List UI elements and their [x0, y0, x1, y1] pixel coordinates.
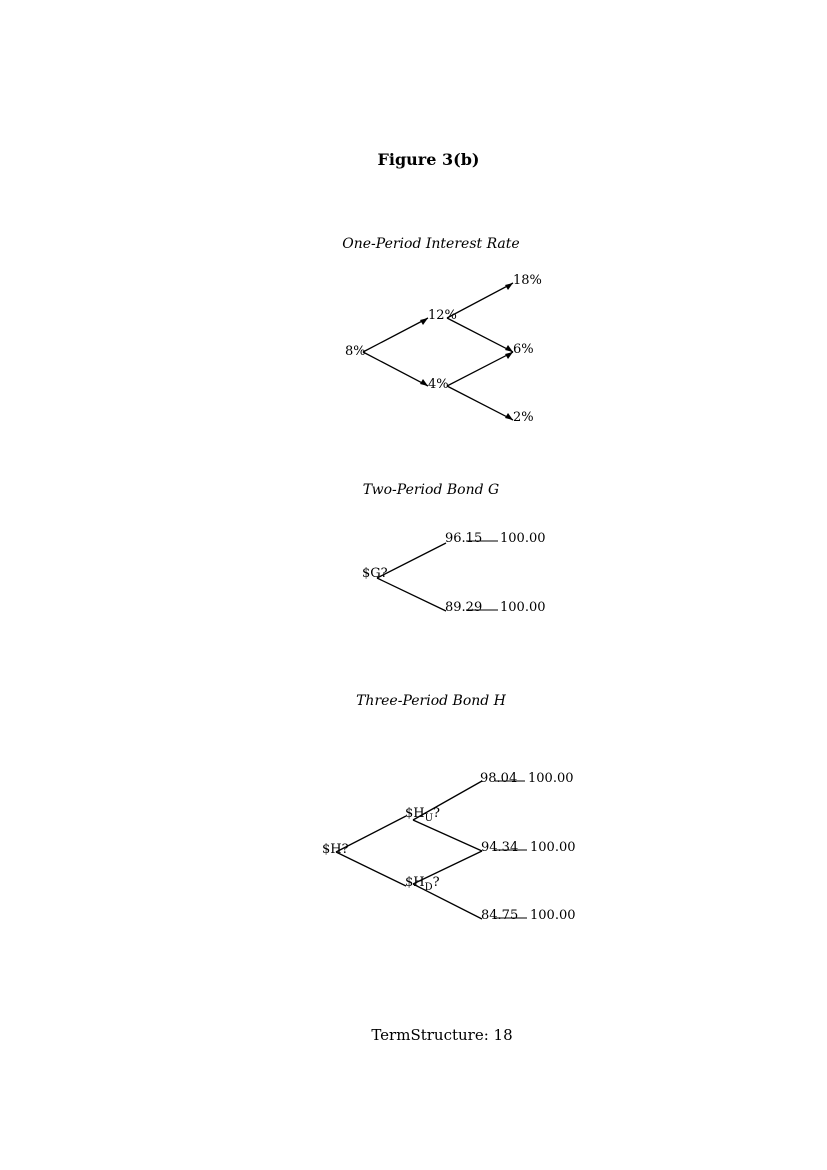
node-ud-rate: 6% — [513, 342, 534, 357]
bond-g-down-face: 100.00 — [500, 600, 546, 615]
edge-h-down-dd — [412, 883, 483, 920]
bond-h-down-node-sub: D — [425, 882, 433, 893]
bond-h-dd-face: 100.00 — [530, 908, 576, 923]
arrowhead — [420, 379, 428, 386]
node-down-rate: 4% — [428, 377, 449, 392]
arrowhead — [505, 345, 513, 352]
bond-h-root: $H? — [322, 842, 349, 857]
edge-g-down — [376, 577, 447, 612]
bond-g-root: $G? — [362, 566, 388, 581]
bond-g-up-face: 100.00 — [500, 531, 546, 546]
bond-g-title: Two-Period Bond G — [362, 482, 500, 498]
bond-h-up-node-label: $H — [405, 806, 425, 821]
interest-rate-title: One-Period Interest Rate — [342, 236, 520, 252]
arrowhead — [505, 413, 513, 420]
node-root-rate: 8% — [345, 344, 366, 359]
bond-h-down-node-suffix: ? — [433, 875, 440, 890]
interest-rate-tree: 8% 12% 4% 18% 6% 2% — [345, 273, 542, 425]
edge-root-up — [362, 317, 429, 353]
edge-h-up-uu — [412, 780, 483, 821]
bond-h-ud-price: 94.34 — [481, 840, 518, 855]
edge-down-ud — [446, 351, 514, 387]
edge-root-down — [362, 351, 429, 387]
node-dd-rate: 2% — [513, 410, 534, 425]
edge-h-root-up — [335, 815, 407, 853]
edge-h-down-ud — [412, 850, 483, 885]
bond-h-uu-face: 100.00 — [528, 771, 574, 786]
edge-h-root-down — [335, 851, 407, 887]
node-uu-rate: 18% — [513, 273, 542, 288]
bond-h-ud-face: 100.00 — [530, 840, 576, 855]
bond-h-up-node-sub: U — [425, 813, 433, 824]
bond-g-down-price: 89.29 — [445, 600, 482, 615]
bond-h-up-node-suffix: ? — [433, 806, 440, 821]
arrowhead — [505, 283, 513, 290]
bond-h-up-node: $HU? — [405, 806, 440, 824]
bond-h-down-node: $HD? — [405, 875, 440, 893]
page-footer: TermStructure: 18 — [371, 1026, 513, 1044]
bond-g-tree: $G? 96.15 100.00 89.29 100.00 — [362, 531, 546, 615]
arrowhead — [420, 318, 428, 325]
arrowhead — [505, 352, 513, 359]
bond-h-down-node-label: $H — [405, 875, 425, 890]
bond-h-dd-price: 84.75 — [481, 908, 518, 923]
edge-h-up-ud — [412, 819, 483, 852]
bond-h-title: Three-Period Bond H — [356, 693, 506, 709]
node-up-rate: 12% — [428, 308, 457, 323]
figure-title: Figure 3(b) — [377, 150, 480, 169]
edge-up-ud — [446, 317, 514, 353]
edge-g-up — [376, 542, 447, 579]
bond-g-up-price: 96.15 — [445, 531, 482, 546]
bond-h-uu-price: 98.04 — [480, 771, 517, 786]
edge-up-uu — [446, 282, 514, 319]
edge-down-dd — [446, 385, 514, 421]
bond-h-tree: $H? $HU? $HD? 98.04 100.00 94.34 100.00 … — [322, 771, 576, 923]
